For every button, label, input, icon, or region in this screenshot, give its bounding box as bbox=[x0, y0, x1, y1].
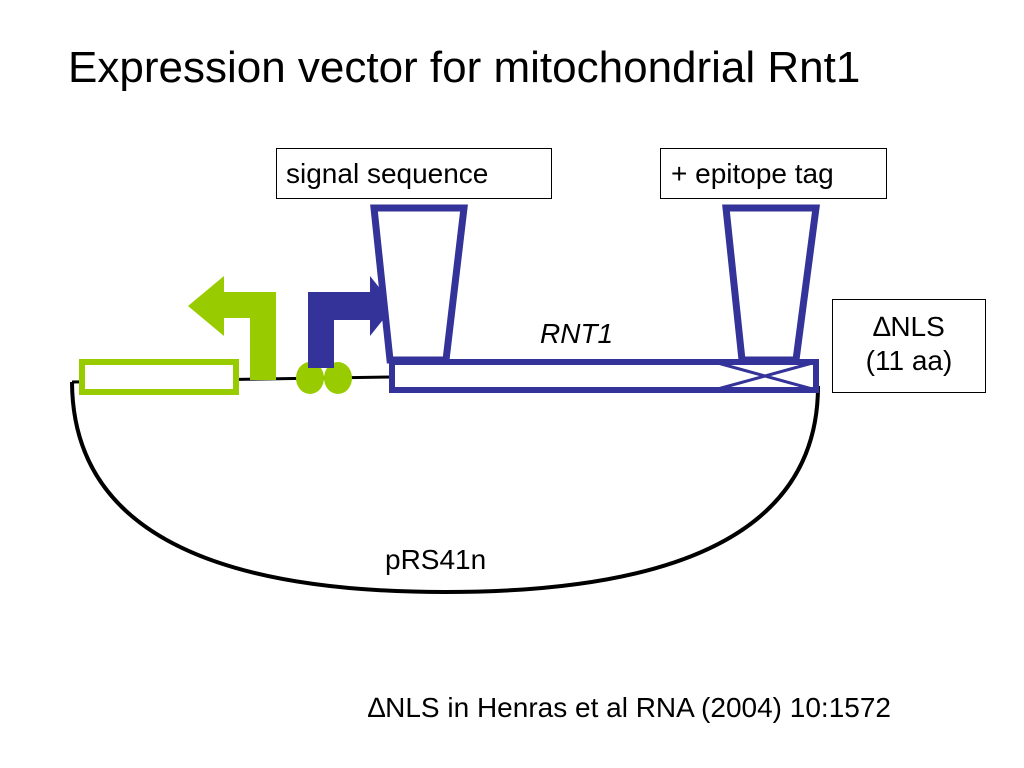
plasmid-label: pRS41n bbox=[385, 544, 487, 575]
marker-gene-box bbox=[79, 359, 239, 395]
delta-nls-line1: ∆NLS bbox=[873, 311, 945, 342]
epitope-tag-label: + epitope tag bbox=[660, 148, 887, 199]
green-promoter-arrow-icon bbox=[188, 276, 276, 380]
slide-title: Expression vector for mitochondrial Rnt1 bbox=[68, 43, 861, 92]
gene-label: RNT1 bbox=[540, 318, 614, 349]
signal-sequence-label: signal sequence bbox=[276, 148, 552, 199]
citation-text: ∆NLS in Henras et al RNA (2004) 10:1572 bbox=[368, 692, 891, 723]
rnt1-gene-box bbox=[389, 359, 819, 393]
nls-deletion-cross bbox=[713, 360, 817, 392]
blue-promoter-arrow-icon bbox=[308, 276, 394, 368]
epitope-tag-insert-icon bbox=[722, 204, 820, 364]
plasmid-backbone-arc bbox=[70, 381, 820, 595]
terminator-dot-right bbox=[324, 362, 352, 394]
delta-nls-line2: (11 aa) bbox=[865, 345, 953, 376]
signal-sequence-insert-icon bbox=[370, 204, 468, 364]
terminator-dot-left bbox=[296, 362, 324, 394]
delta-nls-label: ∆NLS (11 aa) bbox=[832, 299, 986, 393]
